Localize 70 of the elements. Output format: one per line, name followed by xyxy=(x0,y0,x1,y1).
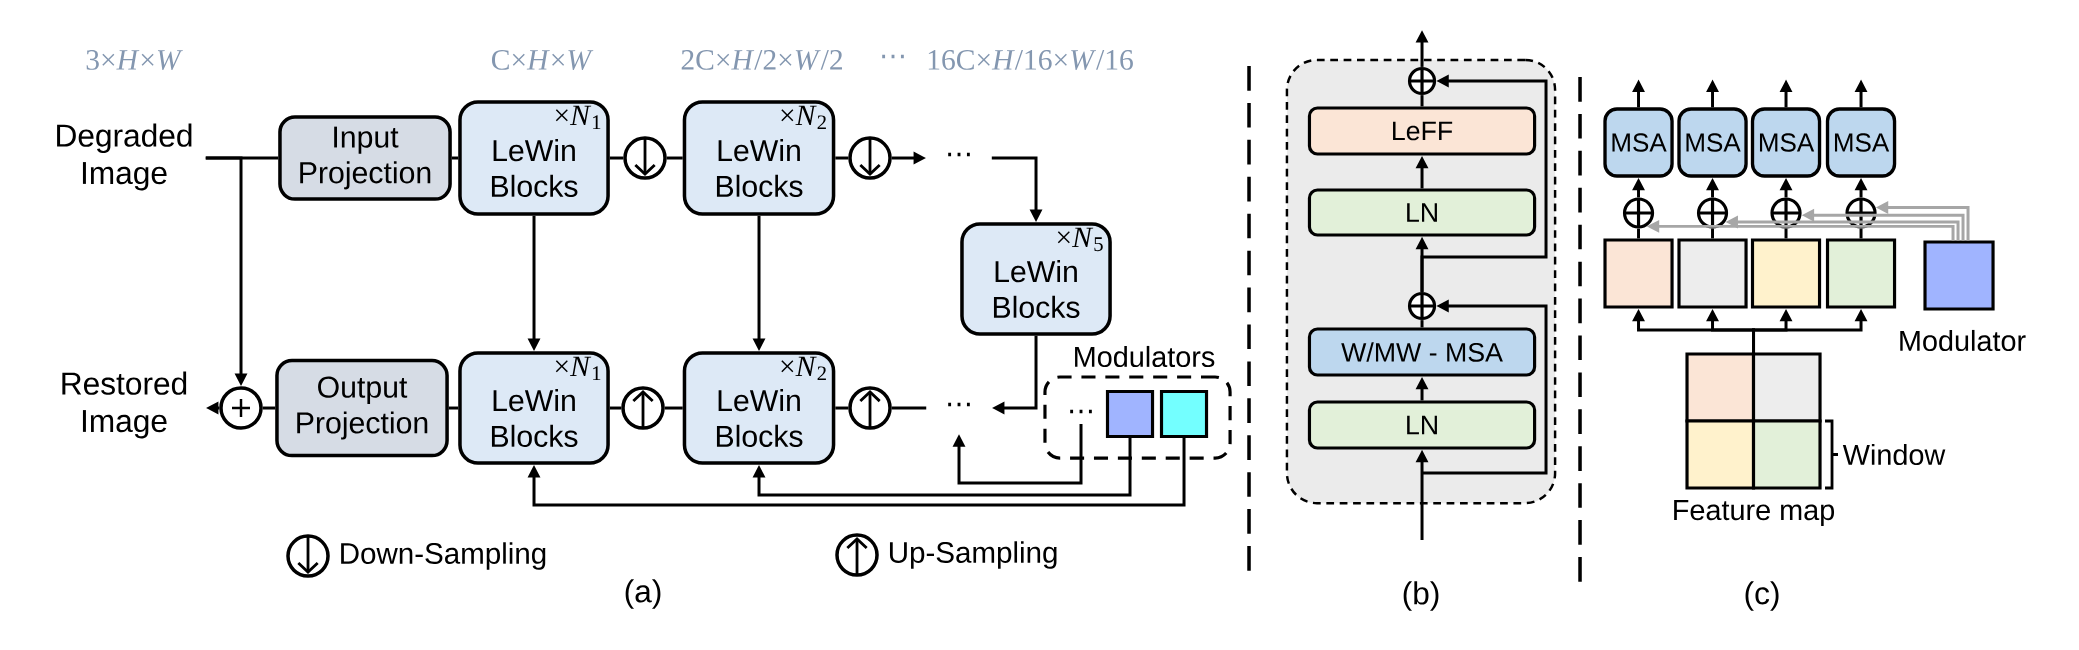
tensor-shape-label: 16C×H/16×W/16 xyxy=(928,50,1133,70)
connector-line xyxy=(835,156,849,160)
plus-circle xyxy=(1770,197,1802,229)
up-arrow-circle xyxy=(848,386,892,430)
repeat-count: ×N$_{2}$ xyxy=(781,356,826,381)
connector-line xyxy=(666,156,683,160)
down-arrow-circle xyxy=(623,136,667,180)
arrow xyxy=(527,438,1186,507)
tensor-shape-label: 2C×H/2×W/2 xyxy=(681,50,842,70)
patch-square xyxy=(1825,238,1897,309)
tensor-shape-label: 3×H×W xyxy=(86,50,183,70)
patch-square xyxy=(1750,238,1822,309)
connector-line xyxy=(262,406,276,410)
connector-line xyxy=(1711,228,1715,239)
arrow xyxy=(752,438,1132,497)
connector-line xyxy=(1784,228,1788,239)
connector-line xyxy=(1420,95,1424,107)
down-arrow-circle xyxy=(848,136,892,180)
group-heading: Modulators xyxy=(1075,345,1215,368)
plus-circle xyxy=(1407,291,1437,321)
process-box: Output Projection xyxy=(275,358,449,458)
connector-line xyxy=(664,406,683,410)
connector-line xyxy=(448,406,459,410)
bracket-label: Window xyxy=(1842,443,1946,466)
ellipsis: ⋯ xyxy=(1070,409,1092,414)
legend-label: Up-Sampling xyxy=(890,541,1057,569)
plus-circle xyxy=(1845,197,1877,229)
modulator-square xyxy=(1159,389,1209,439)
modulator-square xyxy=(1105,389,1155,439)
connector-line xyxy=(609,406,622,410)
patch-square xyxy=(1677,238,1748,309)
repeat-count: ×N$_{2}$ xyxy=(781,105,826,130)
process-box: W/MW - MSA xyxy=(1307,327,1537,377)
node-label: Modulator xyxy=(1900,329,2026,352)
panel-label: (c) xyxy=(1745,581,1779,611)
ellipsis: ⋯ xyxy=(882,54,904,59)
process-box: MSA xyxy=(1825,107,1897,178)
tensor-shape-label: C×H×W xyxy=(491,50,594,70)
panel-label: (a) xyxy=(625,579,661,609)
process-box: MSA xyxy=(1603,107,1674,178)
ellipsis: ⋯ xyxy=(948,402,970,407)
plus-circle xyxy=(1407,66,1437,96)
process-box: MSA xyxy=(1677,107,1748,178)
connector-line xyxy=(835,406,849,410)
patch-square xyxy=(1603,238,1674,309)
process-box: MSA xyxy=(1750,107,1822,178)
node-label: Feature map xyxy=(1674,500,1835,526)
image-label: Restored Image xyxy=(62,371,187,439)
plus-circle xyxy=(219,386,263,430)
connector-line xyxy=(1859,228,1863,239)
repeat-count: ×N$_{5}$ xyxy=(1057,227,1103,252)
connector-line xyxy=(609,156,624,160)
ellipsis: ⋯ xyxy=(948,152,970,157)
connector-line xyxy=(1637,228,1641,239)
repeat-count: ×N$_{1}$ xyxy=(555,356,601,381)
up-arrow-circle xyxy=(621,386,665,430)
process-box: LN xyxy=(1307,400,1537,450)
process-box: Input Projection xyxy=(278,115,452,201)
image-label: Degraded Image xyxy=(57,123,192,191)
repeat-count: ×N$_{1}$ xyxy=(555,105,601,130)
panel-label: (b) xyxy=(1403,581,1439,611)
connector-line xyxy=(891,406,927,410)
connector-line xyxy=(1420,320,1424,328)
process-box: LeFF xyxy=(1307,106,1537,156)
arrow xyxy=(952,424,1083,485)
connector-line xyxy=(451,156,459,160)
legend-label: Down-Sampling xyxy=(341,542,546,570)
plus-circle xyxy=(1622,197,1655,229)
process-box: LN xyxy=(1307,188,1537,237)
plus-circle xyxy=(1696,197,1729,229)
